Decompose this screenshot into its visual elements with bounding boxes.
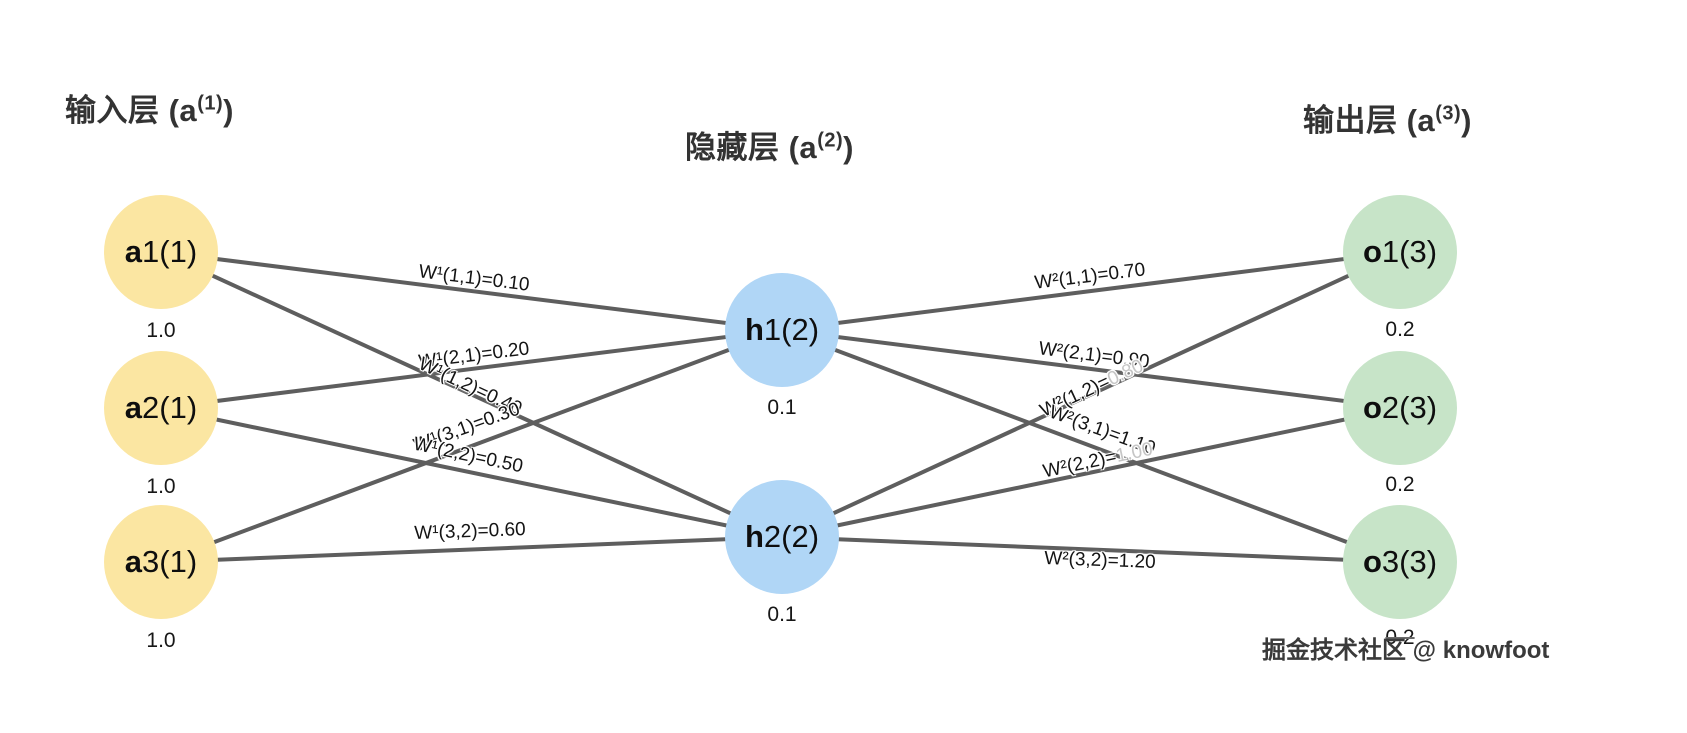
node-value-a3: 1.0 — [146, 629, 176, 652]
edge-a1-h1 — [160, 250, 783, 332]
layer-title-output-sup: (3) — [1435, 102, 1462, 125]
edge-a1-h2 — [160, 250, 783, 539]
layer-title-output: 输出层 (a(3)) — [1303, 95, 1472, 140]
weight-label-11: W²(3,2)=1.20 — [1044, 548, 1156, 574]
node-value-o3: 0.2 — [1385, 626, 1415, 649]
node-label-a2: a2(1) — [125, 390, 197, 426]
node-o2: o2(3) — [1343, 351, 1457, 465]
node-label-h1: h1(2) — [745, 312, 819, 348]
layer-title-input-text: 输入层 (a — [65, 93, 198, 128]
node-label-lead: a — [124, 234, 143, 269]
node-label-lead: a — [124, 544, 143, 579]
node-a3: a3(1) — [104, 505, 218, 619]
node-label-rest: 1(3) — [1381, 234, 1438, 269]
node-label-lead: a — [124, 390, 143, 425]
node-value-o2: 0.2 — [1385, 473, 1415, 496]
layer-title-hidden-text: 隐藏层 (a — [685, 130, 818, 165]
edge-h2-o3 — [781, 535, 1401, 564]
node-value-a2: 1.0 — [146, 475, 176, 498]
node-value-a1: 1.0 — [146, 319, 176, 342]
edge-h2-o1 — [781, 250, 1401, 539]
layer-title-input-sup: (1) — [197, 92, 224, 115]
layer-title-input: 输入层 (a(1)) — [65, 85, 234, 130]
node-label-o2: o2(3) — [1363, 390, 1437, 426]
layer-title-hidden-close: ) — [843, 130, 854, 165]
node-label-a1: a1(1) — [125, 234, 197, 270]
weight-label-5: W¹(3,2)=0.60 — [414, 519, 526, 545]
node-label-rest: 1(2) — [763, 312, 820, 347]
node-label-rest: 2(3) — [1381, 390, 1438, 425]
node-label-lead: h — [744, 519, 764, 554]
node-label-lead: o — [1362, 544, 1382, 579]
layer-title-input-close: ) — [223, 93, 234, 128]
node-label-lead: o — [1362, 390, 1382, 425]
layer-title-hidden: 隐藏层 (a(2)) — [685, 122, 854, 167]
weight-text: W¹(3,2)=0.60 — [413, 519, 527, 544]
node-label-lead: h — [744, 312, 764, 347]
edge-a3-h2 — [160, 535, 783, 564]
node-label-o3: o3(3) — [1363, 544, 1437, 580]
node-label-rest: 2(2) — [763, 519, 820, 554]
node-label-a3: a3(1) — [125, 544, 197, 580]
edge-h2-o2 — [781, 406, 1401, 539]
node-label-rest: 3(3) — [1381, 544, 1438, 579]
layer-title-output-text: 输出层 (a — [1303, 103, 1436, 138]
node-h2: h2(2) — [725, 480, 839, 594]
node-o1: o1(3) — [1343, 195, 1457, 309]
node-label-h2: h2(2) — [745, 519, 819, 555]
layer-title-hidden-sup: (2) — [817, 129, 844, 152]
node-label-rest: 1(1) — [142, 234, 198, 269]
weight-text: W²(3,2)=1.20 — [1043, 548, 1157, 573]
edge-h1-o3 — [781, 328, 1401, 564]
node-value-h1: 0.1 — [767, 396, 797, 419]
node-value-o1: 0.2 — [1385, 318, 1415, 341]
edge-a2-h1 — [160, 328, 783, 410]
node-label-lead: o — [1362, 234, 1382, 269]
node-label-o1: o1(3) — [1363, 234, 1437, 270]
node-o3: o3(3) — [1343, 505, 1457, 619]
node-h1: h1(2) — [725, 273, 839, 387]
node-value-h2: 0.1 — [767, 603, 797, 626]
node-label-rest: 3(1) — [142, 544, 198, 579]
node-a2: a2(1) — [104, 351, 218, 465]
edge-h1-o2 — [781, 328, 1401, 410]
watermark: 掘金技术社区 @ knowfoot — [1262, 637, 1550, 664]
layer-title-output-close: ) — [1461, 103, 1472, 138]
edge-a3-h1 — [160, 328, 783, 564]
edge-h1-o1 — [781, 250, 1401, 332]
node-a1: a1(1) — [104, 195, 218, 309]
edge-a2-h2 — [160, 406, 783, 539]
node-label-rest: 2(1) — [142, 390, 198, 425]
